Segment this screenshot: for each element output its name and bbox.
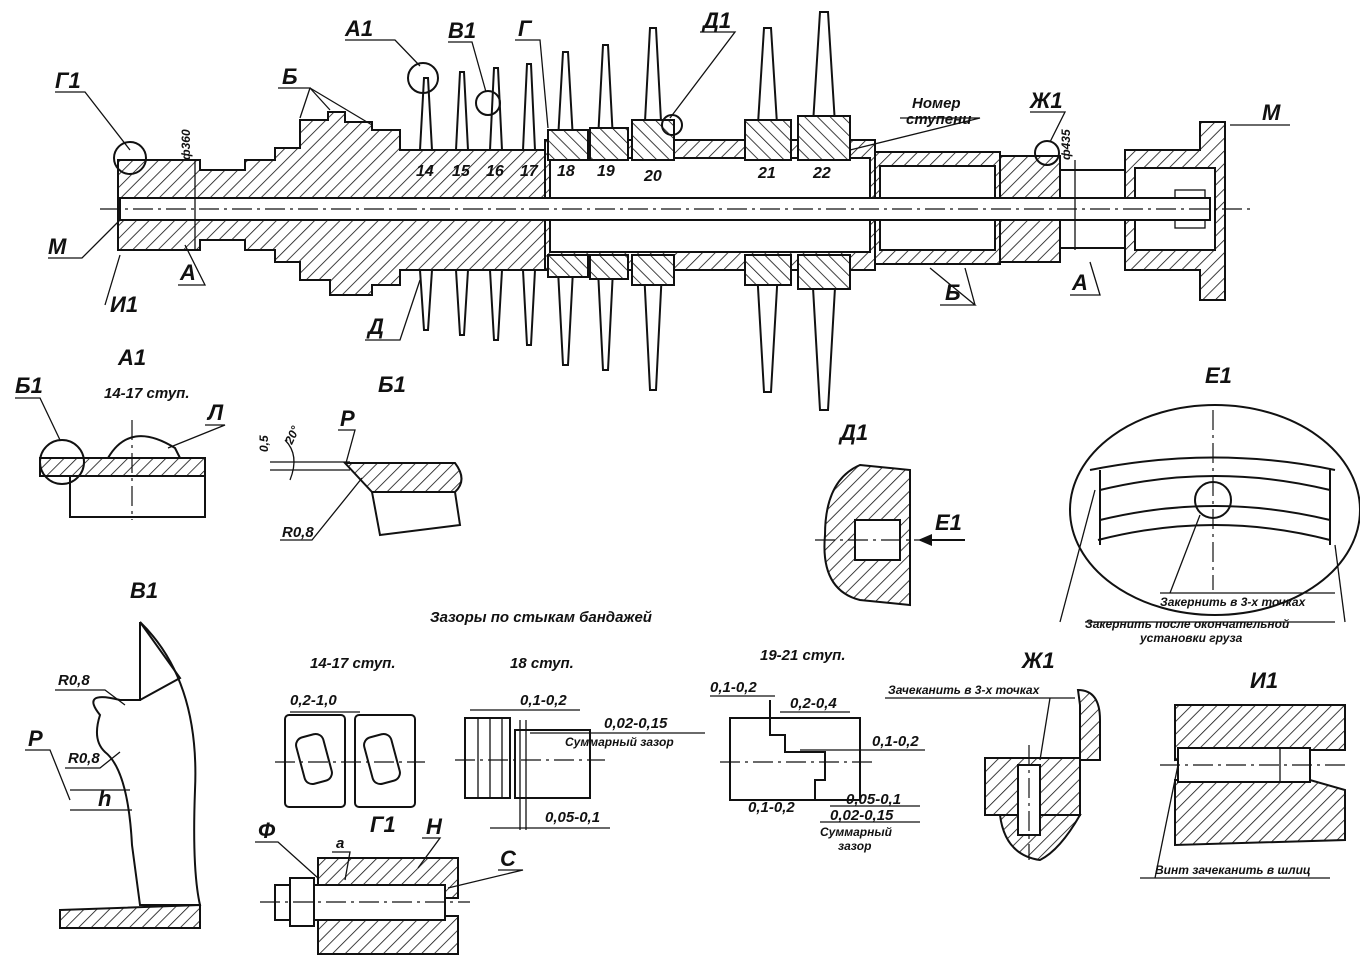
gap-18: 18 ступ. 0,1-0,2 0,02-0,15 Суммарный заз… [455, 655, 705, 830]
label-a-g1: а [336, 835, 344, 852]
caption-nomer: Номер [912, 95, 961, 112]
stage-number: 15 [452, 163, 471, 180]
detail-a1-caption: 14-17 ступ. [104, 385, 190, 402]
gap-18-a: 0,1-0,2 [520, 692, 567, 709]
gap-19-c: 0,1-0,2 [872, 733, 919, 750]
stage-number: 17 [520, 163, 539, 180]
detail-d1: Д1 Е1 [815, 420, 965, 607]
dim-d360: ф360 [179, 129, 193, 160]
stage-number: 19 [597, 163, 615, 180]
label-b-bottom: Б [945, 280, 961, 305]
gaps-title: Зазоры по стыкам бандажей [430, 609, 652, 626]
detail-d1-title: Д1 [838, 420, 868, 445]
gap-19-d: 0,1-0,2 [748, 799, 795, 816]
detail-b1: Б1 Р 0,5 20° R0,8 [257, 372, 463, 541]
stage-number: 21 [757, 165, 776, 182]
gap-18-c: 0,05-0,1 [545, 809, 600, 826]
gap-19-21: 19-21 ступ. 0,1-0,2 0,2-0,4 0,1-0,2 0,1-… [710, 647, 925, 853]
label-b-top: Б [282, 64, 298, 89]
label-s: С [500, 846, 517, 871]
gap-19-a: 0,1-0,2 [710, 679, 757, 696]
gap-19-b: 0,2-0,4 [790, 695, 837, 712]
detail-a1: А1 14-17 ступ. Б1 Л [15, 345, 226, 520]
label-l: Л [206, 400, 224, 425]
label-i1: И1 [110, 292, 138, 317]
stage-number: 18 [557, 163, 575, 180]
label-r: Р [340, 406, 355, 431]
label-a-left: А [179, 260, 196, 285]
label-d1: Д1 [701, 8, 731, 33]
detail-v1: В1 R0,8 R0,8 Р h [25, 578, 202, 929]
detail-i1-title: И1 [1250, 668, 1278, 693]
detail-circle-v1 [475, 90, 501, 116]
label-zh1: Ж1 [1029, 88, 1063, 113]
dim-angle20: 20° [282, 424, 303, 447]
label-r-v1: Р [28, 726, 43, 751]
detail-e1-title: Е1 [1205, 363, 1232, 388]
dim-r08-b1: R0,8 [282, 524, 314, 541]
gap-14-17-caption: 14-17 ступ. [310, 655, 396, 672]
blade-row [419, 11, 851, 411]
label-g1: Г1 [55, 68, 81, 93]
gap-19-e: 0,05-0,1 [846, 791, 901, 808]
label-d: Д [366, 314, 384, 339]
label-f: Ф [258, 818, 276, 843]
caption-stupeni: ступени [906, 111, 971, 128]
detail-i1: И1 Винт зачеканить в шлиц [1140, 668, 1346, 879]
gap-19-21-caption: 19-21 ступ. [760, 647, 846, 664]
detail-circle-g1 [113, 141, 147, 175]
stage-number: 20 [643, 168, 662, 185]
detail-zh1-title: Ж1 [1021, 648, 1055, 673]
label-b1-small: Б1 [15, 373, 43, 398]
gap-18-summ: Суммарный зазор [565, 735, 674, 749]
gap-19-summ-2: зазор [838, 839, 871, 853]
gap-14-17-value: 0,2-1,0 [290, 692, 337, 709]
detail-circle-zh1 [1034, 140, 1060, 166]
rotor-main-view: Г1 А1 В1 Г Д1 Б Номер ступени Ж1 М М А И… [48, 8, 1290, 411]
dim-r08-v1-mid: R0,8 [68, 750, 100, 767]
gap-18-caption: 18 ступ. [510, 655, 574, 672]
detail-circle-a1 [407, 62, 439, 94]
label-e1-small: Е1 [935, 510, 962, 535]
detail-v1-title: В1 [130, 578, 158, 603]
stage-number: 16 [486, 163, 504, 180]
label-n: Н [426, 814, 443, 839]
label-h: h [98, 786, 111, 811]
dim-r08-v1-top: R0,8 [58, 672, 90, 689]
gap-14-17: 14-17 ступ. 0,2-1,0 [275, 655, 425, 808]
gap-19-summ-1: Суммарный [820, 825, 893, 839]
detail-e1: Е1 Закернить в 3-х точках Закернить посл… [1059, 363, 1360, 645]
stage-number: 22 [812, 165, 831, 182]
label-m-right: М [1262, 100, 1281, 125]
label-m-left: М [48, 234, 67, 259]
caption-zakernit3: Закернить в 3-х точках [1160, 595, 1307, 609]
stage-numbers: 14 15 16 17 18 19 20 21 22 [416, 163, 831, 185]
gap-19-f: 0,02-0,15 [830, 807, 894, 824]
detail-g1-title: Г1 [370, 812, 396, 837]
caption-zakernit-posle-1: Закернить после окончательной [1085, 617, 1290, 631]
label-g: Г [518, 16, 533, 41]
dim-d435: ф435 [1059, 129, 1073, 160]
label-v1: В1 [448, 18, 476, 43]
detail-b1-title: Б1 [378, 372, 406, 397]
caption-zachekanit3: Зачеканить в 3-х точках [888, 683, 1041, 697]
caption-zakernit-posle-2: установки груза [1139, 631, 1243, 645]
detail-g1: Г1 Ф а Н С [255, 812, 524, 955]
dim-05: 0,5 [257, 435, 271, 452]
caption-vint: Винт зачеканить в шлиц [1155, 863, 1311, 877]
gap-18-b: 0,02-0,15 [604, 715, 668, 732]
detail-zh1: Ж1 Зачеканить в 3-х точках [885, 648, 1101, 862]
label-a1: А1 [344, 16, 373, 41]
label-a-right: А [1071, 270, 1088, 295]
detail-a1-title: А1 [117, 345, 146, 370]
stage-number: 14 [416, 163, 434, 180]
